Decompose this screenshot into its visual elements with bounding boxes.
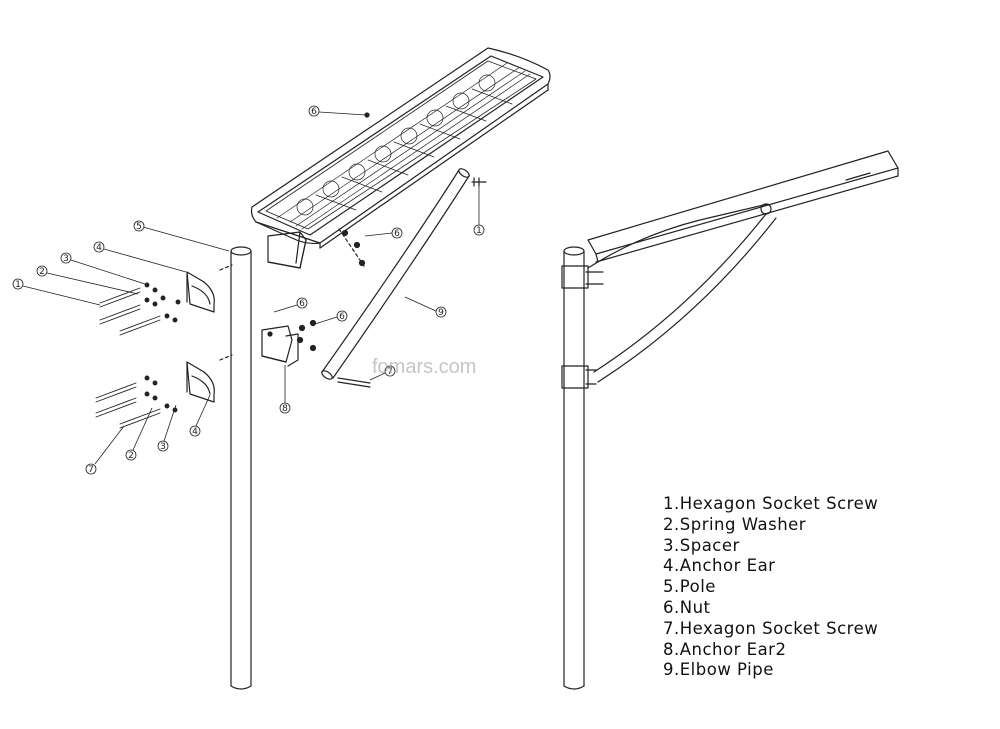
svg-text:1: 1 [476, 226, 482, 236]
svg-text:6: 6 [339, 312, 345, 322]
callout-6-ear2-a: 6 [273, 297, 308, 313]
svg-text:4: 4 [96, 243, 102, 253]
callout-7-elbow: 7 [369, 365, 396, 381]
callout-6-ear2-b: 6 [314, 310, 348, 325]
legend-item: 5.Pole [663, 577, 716, 597]
svg-text:5: 5 [136, 222, 142, 232]
elbow-pipe [321, 168, 487, 388]
svg-text:1: 1 [15, 280, 21, 290]
svg-text:3: 3 [160, 442, 166, 452]
callout-5-pole: 5 [133, 220, 230, 252]
legend-item: 8.Anchor Ear2 [663, 639, 787, 659]
bolts-bottom [95, 375, 178, 429]
legend-item: 7.Hexagon Socket Screw [663, 618, 879, 638]
legend-item: 1.Hexagon Socket Screw [663, 494, 879, 513]
callout-3-top: 3 [60, 252, 146, 285]
arm-assembled [587, 150, 899, 383]
callout-1-arm: 1 [473, 186, 485, 236]
callout-6-panel: 6 [308, 105, 367, 117]
solar-lamp-head [250, 47, 551, 269]
svg-text:8: 8 [282, 404, 288, 414]
svg-text:6: 6 [299, 299, 305, 309]
watermark: fomars.com [372, 356, 477, 378]
svg-text:7: 7 [387, 367, 393, 377]
parts-legend: 1.Hexagon Socket Screw 2.Spring Washer 3… [663, 494, 878, 681]
svg-text:6: 6 [394, 229, 400, 239]
svg-text:2: 2 [128, 451, 134, 461]
legend-item: 3.Spacer [663, 535, 740, 555]
callout-8-ear2: 8 [279, 365, 291, 414]
callout-1-top: 1 [12, 278, 101, 306]
svg-text:4: 4 [192, 427, 198, 437]
svg-text:6: 6 [311, 107, 317, 117]
legend-item: 9.Elbow Pipe [663, 660, 774, 680]
anchor-ear-2 [261, 319, 317, 367]
callout-7-bottom: 7 [85, 425, 125, 475]
callout-4-top: 4 [93, 241, 187, 273]
callout-2-top: 2 [36, 265, 139, 295]
svg-text:3: 3 [63, 254, 69, 264]
svg-text:7: 7 [88, 465, 94, 475]
bolts-top [99, 282, 181, 336]
callouts: 5 4 3 2 1 6 6 [12, 105, 485, 475]
anchor-ear-bottom [186, 354, 233, 403]
nuts-head-bracket [338, 112, 370, 267]
callout-3-bottom: 3 [157, 404, 177, 452]
callout-6-bracket: 6 [364, 227, 403, 239]
callout-4-bottom: 4 [189, 394, 211, 437]
legend-item: 4.Anchor Ear [663, 556, 776, 576]
pole-exploded [230, 246, 252, 690]
callout-2-bottom: 2 [125, 407, 153, 461]
svg-text:2: 2 [39, 267, 45, 277]
svg-text:9: 9 [438, 308, 444, 318]
callout-9-elbow: 9 [404, 296, 447, 318]
pole-assembled [561, 246, 604, 690]
legend-item: 2.Spring Washer [663, 514, 807, 534]
legend-item: 6.Nut [663, 597, 711, 617]
anchor-ear-top [186, 264, 233, 313]
